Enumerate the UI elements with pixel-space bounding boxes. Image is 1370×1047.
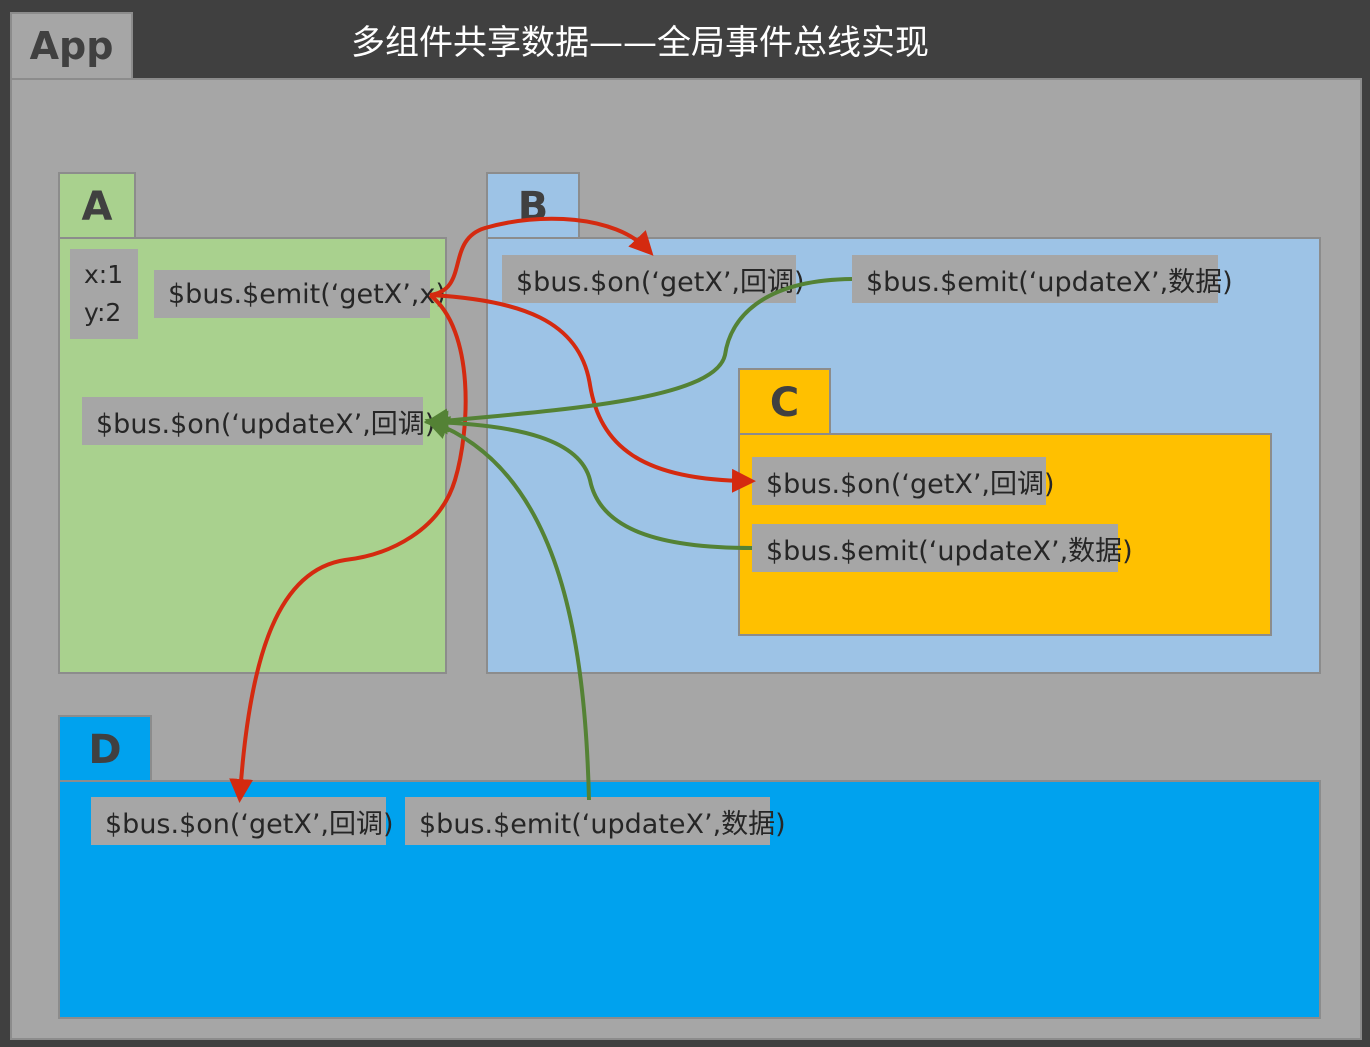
component-c-tab: C	[738, 368, 831, 435]
b-emit-updatex-label: $bus.$emit(‘updateX’,数据)	[852, 255, 1233, 303]
arrow-updatex-from-c	[424, 410, 753, 550]
arrow-updatex-from-d	[424, 416, 591, 801]
component-a-data: x:1 y:2	[70, 249, 138, 339]
d-on-getx-label: $bus.$on(‘getX’,回调)	[91, 797, 394, 845]
a-emit-getx-label: $bus.$emit(‘getX’,x)	[154, 270, 446, 318]
component-a-tab: A	[58, 172, 136, 239]
var-y: y:2	[84, 298, 122, 327]
page-title: 多组件共享数据——全局事件总线实现	[351, 23, 929, 63]
c-on-getx-label: $bus.$on(‘getX’,回调)	[752, 457, 1055, 505]
arrow-getx-to-d	[229, 293, 468, 803]
arrow-updatex-from-b	[424, 277, 853, 433]
arrow-getx-to-b	[429, 216, 654, 297]
component-d-tab: D	[58, 715, 152, 782]
component-b-tab: B	[486, 172, 580, 239]
c-emit-updatex-label: $bus.$emit(‘updateX’,数据)	[752, 524, 1133, 572]
app-tab: App	[10, 12, 133, 78]
arrow-getx-to-c	[429, 293, 756, 493]
b-on-getx-label: $bus.$on(‘getX’,回调)	[502, 255, 805, 303]
var-x: x:1	[84, 260, 124, 289]
d-emit-updatex-label: $bus.$emit(‘updateX’,数据)	[405, 797, 786, 845]
a-on-updatex-label: $bus.$on(‘updateX’,回调)	[82, 397, 435, 445]
